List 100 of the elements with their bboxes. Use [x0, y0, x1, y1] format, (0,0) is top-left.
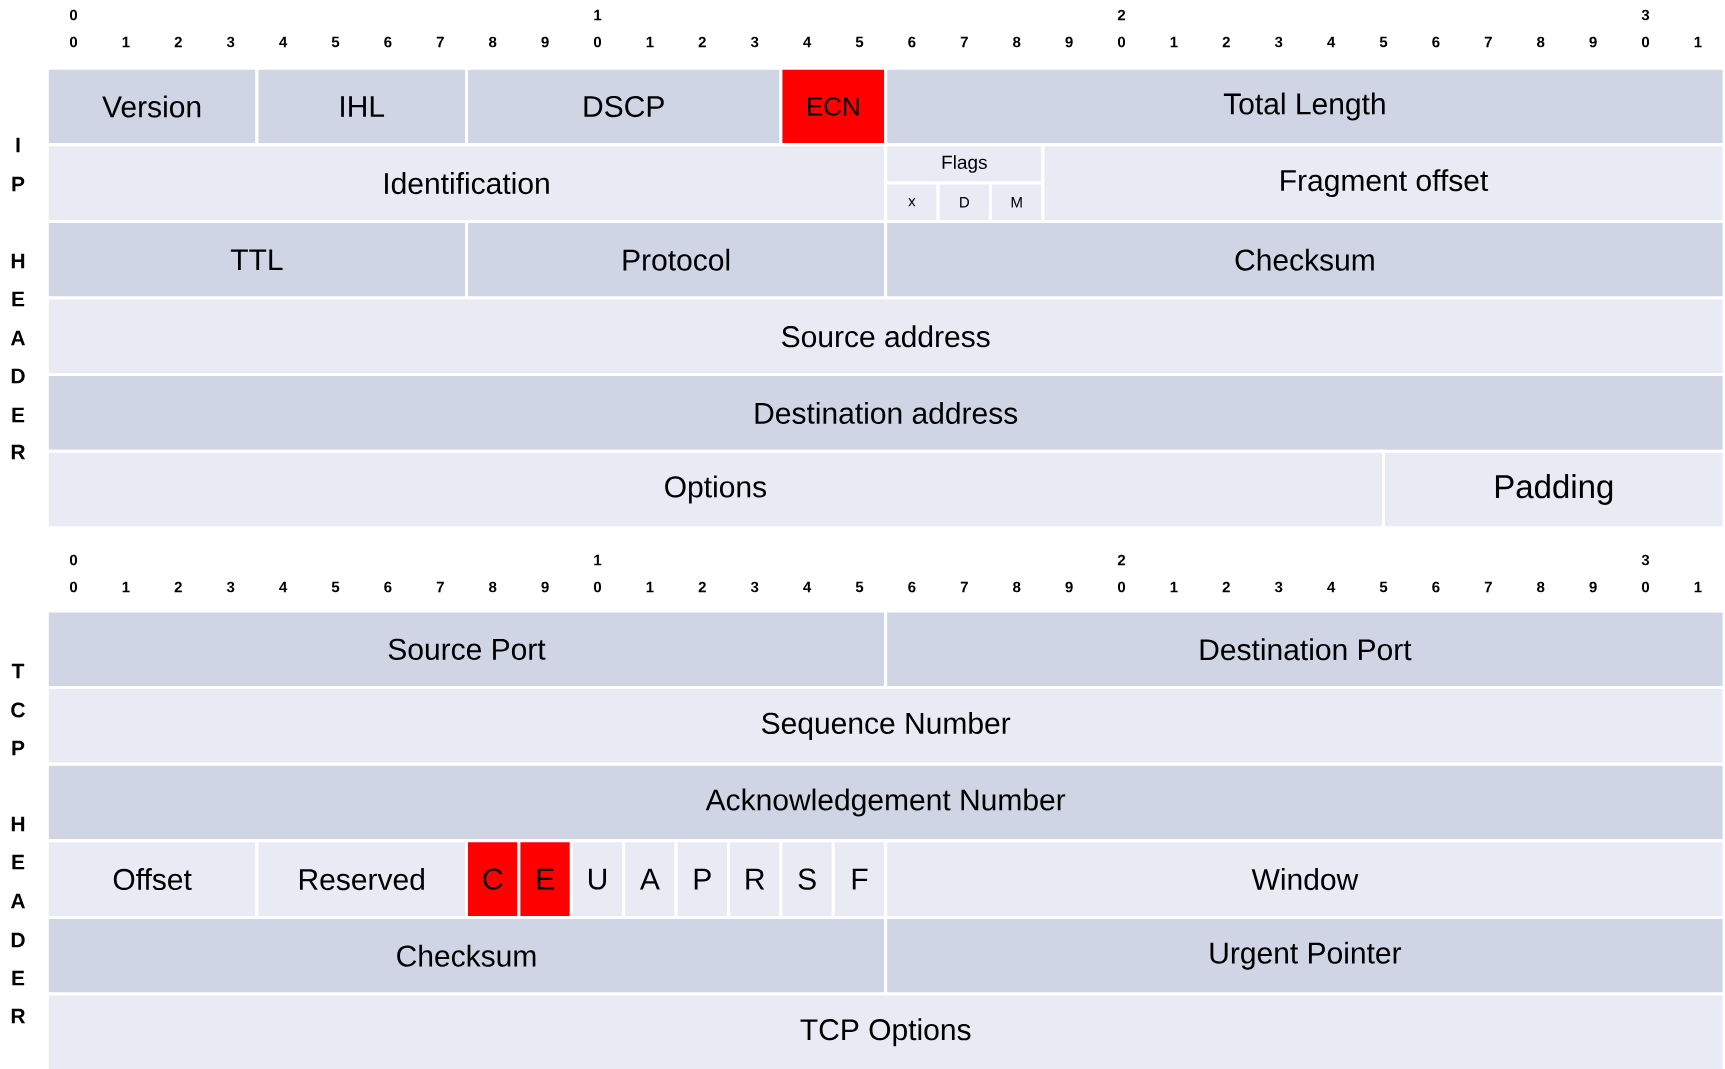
bit-number: 2	[1117, 9, 1126, 21]
bit-number: 9	[541, 581, 549, 593]
bit-number: 3	[1641, 9, 1650, 21]
bit-number: 1	[122, 36, 130, 48]
bit-number: 8	[1537, 581, 1545, 593]
bit-number: 7	[1484, 36, 1492, 48]
bit-number: 9	[541, 36, 549, 48]
bit-number: 9	[1589, 36, 1597, 48]
header-letter: A	[10, 330, 26, 346]
header-field: P	[674, 839, 730, 919]
header-letter: E	[12, 854, 25, 870]
bit-number: 2	[698, 36, 706, 48]
bit-number: 1	[646, 36, 654, 48]
bit-number: 2	[1222, 581, 1230, 593]
bit-number: 4	[1327, 581, 1336, 593]
header-field: Acknowledgement Number	[45, 762, 1725, 843]
header-field: Checksum	[45, 915, 888, 996]
bit-number: 9	[1065, 36, 1073, 48]
header-letter: D	[11, 368, 25, 384]
header-letter: H	[11, 816, 25, 832]
bit-number: 7	[960, 36, 968, 48]
header-field: E	[517, 839, 573, 919]
header-letter: H	[11, 253, 25, 269]
bit-number: 1	[1170, 581, 1178, 593]
header-field: Sequence Number	[45, 686, 1725, 766]
bit-number: 2	[698, 581, 706, 593]
bit-number: 8	[489, 36, 497, 48]
bit-number: 6	[908, 36, 916, 48]
bit-number: 5	[1379, 581, 1388, 593]
bit-number: 3	[226, 36, 235, 48]
header-field: Offset	[45, 839, 259, 919]
bit-number: 4	[279, 581, 288, 593]
bit-number: 1	[1694, 36, 1702, 48]
header-letter: D	[11, 932, 25, 948]
bit-number: 4	[803, 581, 812, 593]
bit-number: 7	[436, 36, 444, 48]
bit-number: 0	[1117, 581, 1126, 593]
header-field: TTL	[45, 219, 468, 300]
bit-number: 0	[69, 9, 78, 21]
header-field: DSCP	[465, 66, 783, 147]
header-letter: P	[12, 176, 25, 192]
header-letter: E	[12, 291, 25, 307]
header-field: Reserved	[255, 839, 468, 919]
header-field: Source address	[45, 296, 1725, 377]
bit-number: 2	[174, 581, 182, 593]
header-field: Total Length	[884, 66, 1725, 147]
header-field: IHL	[255, 66, 468, 147]
bit-number: 4	[803, 36, 812, 48]
bit-number: 0	[593, 581, 602, 593]
bit-number: 1	[594, 9, 602, 21]
bit-number: 3	[750, 581, 759, 593]
bit-number: 5	[331, 36, 340, 48]
bit-number: 6	[384, 581, 392, 593]
header-field: R	[727, 839, 783, 919]
bit-number: 0	[593, 36, 602, 48]
header-field: S	[779, 839, 835, 919]
bit-number: 4	[1327, 36, 1336, 48]
header-field: Source Port	[45, 609, 888, 690]
bit-number: 6	[384, 36, 392, 48]
bit-number: 7	[436, 581, 444, 593]
header-field: TCP Options	[45, 992, 1725, 1069]
header-letter: A	[10, 893, 26, 909]
flag-bit-field: x	[884, 181, 940, 223]
header-field: Protocol	[465, 219, 888, 300]
bit-number: 0	[69, 554, 78, 566]
bit-number: 2	[1222, 36, 1230, 48]
bit-number: 5	[855, 36, 864, 48]
bit-number: 3	[750, 36, 759, 48]
bit-number: 5	[1379, 36, 1388, 48]
header-letter: E	[12, 970, 25, 986]
header-field: ECN	[779, 66, 888, 147]
bit-number: 3	[226, 581, 235, 593]
bit-number: 0	[69, 36, 78, 48]
bit-number: 1	[122, 581, 130, 593]
header-letter: C	[11, 702, 25, 718]
bit-number: 5	[855, 581, 864, 593]
bit-number: 9	[1589, 581, 1597, 593]
header-letter: I	[16, 137, 20, 153]
bit-number: 6	[1432, 581, 1440, 593]
header-letter: R	[11, 444, 26, 460]
bit-number: 8	[1013, 581, 1021, 593]
bit-number: 1	[646, 581, 654, 593]
header-field: Destination Port	[884, 609, 1725, 690]
bit-number: 1	[1694, 581, 1702, 593]
bit-number: 2	[1117, 554, 1126, 566]
header-field: Padding	[1382, 449, 1725, 530]
bit-number: 0	[1641, 581, 1650, 593]
header-letter: T	[11, 663, 25, 679]
flag-bit-field: M	[989, 181, 1045, 223]
header-field: Destination address	[45, 373, 1725, 453]
header-field: F	[831, 839, 888, 919]
bit-number: 3	[1274, 581, 1283, 593]
bit-number: 3	[1274, 36, 1283, 48]
bit-number: 7	[960, 581, 968, 593]
bit-number: 8	[1537, 36, 1545, 48]
header-letter: E	[12, 407, 25, 423]
bit-number: 6	[908, 581, 916, 593]
bit-number: 7	[1484, 581, 1492, 593]
bit-number: 0	[1641, 36, 1650, 48]
bit-number: 5	[331, 581, 340, 593]
